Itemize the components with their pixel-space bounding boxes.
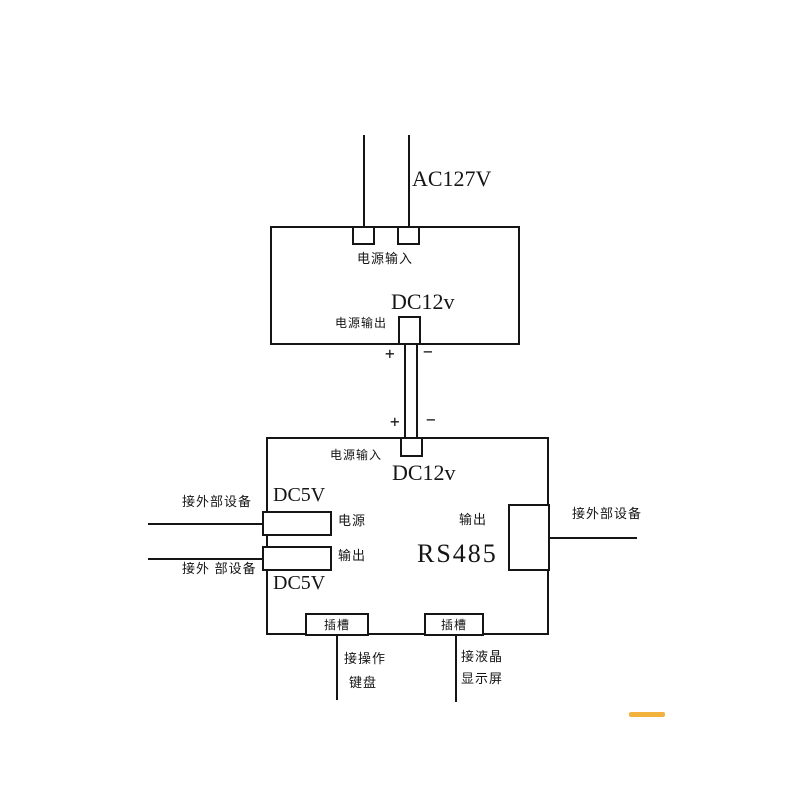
external-wire-right xyxy=(550,537,637,539)
ac-voltage-label: AC127V xyxy=(412,166,492,191)
polarity-plus-top: + xyxy=(385,344,395,363)
keyboard-label-line1: 接操作 xyxy=(344,651,387,666)
dc-cable xyxy=(404,345,418,437)
top-box-dc12v-label: DC12v xyxy=(391,289,455,314)
dc5v-top-label: DC5V xyxy=(273,484,326,506)
top-box-power-output-label: 电源输出 xyxy=(335,316,388,330)
rs485-label: RS485 xyxy=(417,539,498,568)
external-device-left-top-label: 接外部设备 xyxy=(182,494,253,509)
lcd-wire xyxy=(455,636,457,702)
bottom-box-dc12v-label: DC12v xyxy=(392,460,456,485)
polarity-minus-top: − xyxy=(423,342,433,361)
dc5v-bottom-label: DC5V xyxy=(273,572,326,594)
polarity-plus-bottom: + xyxy=(390,412,400,431)
bottom-box-power-input-label: 电源输入 xyxy=(330,448,383,462)
dc-output-terminal xyxy=(398,316,421,345)
output-right-label: 输出 xyxy=(459,512,488,527)
ac-terminal-right xyxy=(397,226,420,245)
external-device-right-label: 接外部设备 xyxy=(572,506,643,521)
power-label: 电源 xyxy=(338,513,367,528)
slot-right-label: 插槽 xyxy=(440,618,467,632)
keyboard-wire xyxy=(336,636,338,700)
slot-right: 插槽 xyxy=(424,613,484,636)
dc5v-output-connector xyxy=(262,546,332,571)
rs485-connector xyxy=(508,504,550,571)
ac-wire-left xyxy=(363,135,365,228)
controller-box xyxy=(266,437,549,635)
lcd-label-line1: 接液晶 xyxy=(461,649,504,664)
slot-left-label: 插槽 xyxy=(323,618,350,632)
ac-wire-right xyxy=(408,135,410,228)
dc-input-terminal xyxy=(400,437,423,457)
slot-left: 插槽 xyxy=(305,613,369,636)
ac-terminal-left xyxy=(352,226,375,245)
top-box-power-input-label: 电源输入 xyxy=(357,251,414,266)
external-device-left-bottom-label: 接外 部设备 xyxy=(182,561,257,576)
yellow-mark xyxy=(629,712,665,717)
external-wire-left-bottom xyxy=(148,558,262,560)
keyboard-label-line2: 键盘 xyxy=(349,675,378,690)
dc5v-power-connector xyxy=(262,511,332,536)
polarity-minus-bottom: − xyxy=(426,410,436,429)
external-wire-left-top xyxy=(148,523,262,525)
lcd-label-line2: 显示屏 xyxy=(461,671,504,686)
output-left-label: 输出 xyxy=(338,548,367,563)
power-supply-box xyxy=(270,226,520,345)
